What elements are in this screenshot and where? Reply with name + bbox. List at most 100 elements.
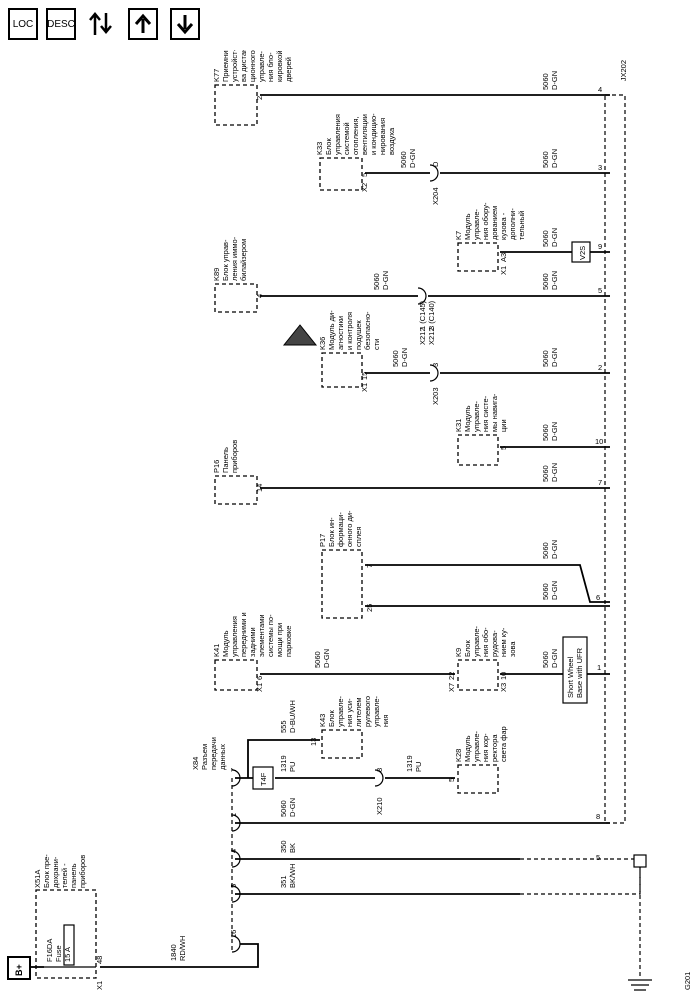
diagram-label: ния обо- [481, 627, 490, 657]
diagram-label: 5060 [391, 350, 400, 367]
diagram-label: V2S [578, 246, 587, 260]
module-k33: K33 Блок управления системой отопления, … [315, 113, 440, 205]
diagram-label: панель [69, 863, 78, 888]
diagram-label: 350 [279, 840, 288, 853]
diagram-label: тельный [517, 211, 526, 240]
module-k41: K41 Модуль управления передними и задним… [212, 612, 293, 692]
up-down-tool-button[interactable] [86, 8, 116, 40]
diagram-label: PU [414, 762, 423, 772]
module-k89: K89 Блок управ- ления иммо- билайзером 4… [212, 236, 436, 345]
ground-wires: 350 BK 351 BK/WH [235, 840, 647, 978]
arrow-up-button[interactable] [128, 8, 158, 40]
diagram-label: телей - [60, 863, 69, 888]
diagram-label: 6 [596, 593, 600, 602]
option-box-v2s [571, 241, 591, 263]
diagram-label: сплея [354, 527, 363, 547]
diagram-label: K31 [454, 419, 463, 432]
diagram-label: 6 [255, 676, 264, 680]
diagram-label: D-GN [550, 71, 559, 90]
diagram-label: ния [381, 715, 390, 727]
diagram-label: Блок ин- [327, 517, 336, 547]
diagram-label: X1 [499, 266, 508, 275]
arrow-down-button[interactable] [170, 8, 200, 40]
diagram-label: 4 [229, 849, 238, 853]
diagram-label: 2 [598, 363, 602, 372]
diagram-label: 14 [255, 484, 264, 492]
diagram-label: света фар [499, 726, 508, 762]
wire-k7: V2S 5060 D-GN 9 [500, 228, 610, 263]
diagram-label: 5 [229, 884, 238, 888]
diagram-label: K41 [212, 644, 221, 657]
diagram-label: 22 [447, 672, 456, 680]
diagram-label: 5 [360, 173, 369, 177]
diagram-label: ния бло- [266, 52, 275, 82]
diagram-label: билайзером [239, 239, 248, 281]
diagram-label: 1319 [279, 755, 288, 772]
diagram-label: 5060 [541, 350, 550, 367]
location-button[interactable]: LOC [8, 8, 38, 40]
diagram-label: X210 [375, 797, 384, 815]
diagram-label: Fuse [54, 945, 63, 962]
diagram-label: X84 [191, 757, 200, 770]
wire-k33: 5060 D-GN 5060 D-GN 3 [365, 149, 610, 174]
diagram-label: подушек [354, 320, 363, 350]
diagram-label: Приемник [221, 50, 230, 82]
diagram-label: 3 [598, 163, 602, 172]
option-box-t4f [252, 766, 274, 790]
description-button[interactable]: DESC [46, 8, 76, 40]
diagram-label: 8 [375, 768, 384, 772]
jx202-pin-extra: 5 [596, 853, 600, 862]
diagram-label: X2 [360, 183, 369, 192]
diagram-label: 5060 [313, 651, 322, 668]
diagram-label: D-GN [381, 271, 390, 290]
wire-k36: 5060 D-GN 5060 D-GN 2 [365, 348, 610, 374]
diagram-label: ва дистан- [239, 50, 248, 82]
diagram-label: RD/WH [178, 936, 187, 961]
diagram-label: управле- [472, 625, 481, 657]
diagram-label: X51A [33, 870, 42, 888]
diagram-label: 351 [279, 875, 288, 888]
diagram-label: K28 [454, 749, 463, 762]
diagram-label: 5060 [541, 230, 550, 247]
airbag-warning-icon [282, 324, 318, 346]
diagram-label: D-GN [550, 463, 559, 482]
diagram-label: Модуль ди- [327, 310, 336, 350]
module-k31: K31 Модуль управле- ния систе- мы навига… [454, 393, 508, 466]
diagram-label: D-GN [550, 228, 559, 247]
diagram-label: дованием [490, 206, 499, 240]
diagram-label: 7 [365, 564, 374, 568]
diagram-label: дополни- [508, 208, 517, 240]
diagram-label: формаци- [336, 512, 345, 547]
connector-x84: 7 1 4 5 16 X84 Разъем передачи данных [191, 737, 241, 953]
diagram-label: 5060 [372, 273, 381, 290]
diagram-label: 16 [229, 930, 238, 938]
wire-dlc-pin1: 5060 D-GN 8 [235, 798, 610, 824]
toolbar: LOC DESC [0, 0, 700, 50]
diagram-label: 8 [596, 812, 600, 821]
diagram-label: нием ку- [499, 627, 508, 657]
diagram-label: 10 [595, 437, 603, 446]
diagram-label: Блок пре- [42, 854, 51, 888]
diagram-label: 5060 [541, 465, 550, 482]
module-k28: K28 Модуль управле- ния кор- ректора све… [447, 726, 508, 794]
diagram-label: 3 (C140) [427, 300, 436, 330]
splice-pack-jx202: JX202 [604, 60, 628, 824]
diagram-label: 5060 [541, 273, 550, 290]
diagram-label: 5060 [541, 424, 550, 441]
module-k36: K36 Модуль ди- агностики и контроля поду… [282, 310, 440, 405]
wire-dlc-pin7: T4F 1319 PU 555 D-BU/WH 1319 PU 8 X210 [235, 700, 455, 815]
diagram-label: 48 [95, 956, 104, 964]
diagram-label: D-GN [550, 149, 559, 168]
diagram-label: D-GN [408, 149, 417, 168]
arrow-down-icon [176, 15, 194, 35]
diagram-label: BK/WH [288, 863, 297, 888]
diagram-label: Модуль [463, 213, 472, 240]
diagram-label: K89 [212, 268, 221, 281]
diagram-label: 555 [279, 720, 288, 733]
diagram-label: онного ди- [345, 510, 354, 547]
diagram-label: управления [333, 114, 342, 155]
diagram-label: 9 [598, 242, 602, 251]
diagram-label: дверей [284, 57, 293, 82]
diagram-label: управления [230, 616, 239, 657]
diagram-label: Панель [221, 447, 230, 473]
